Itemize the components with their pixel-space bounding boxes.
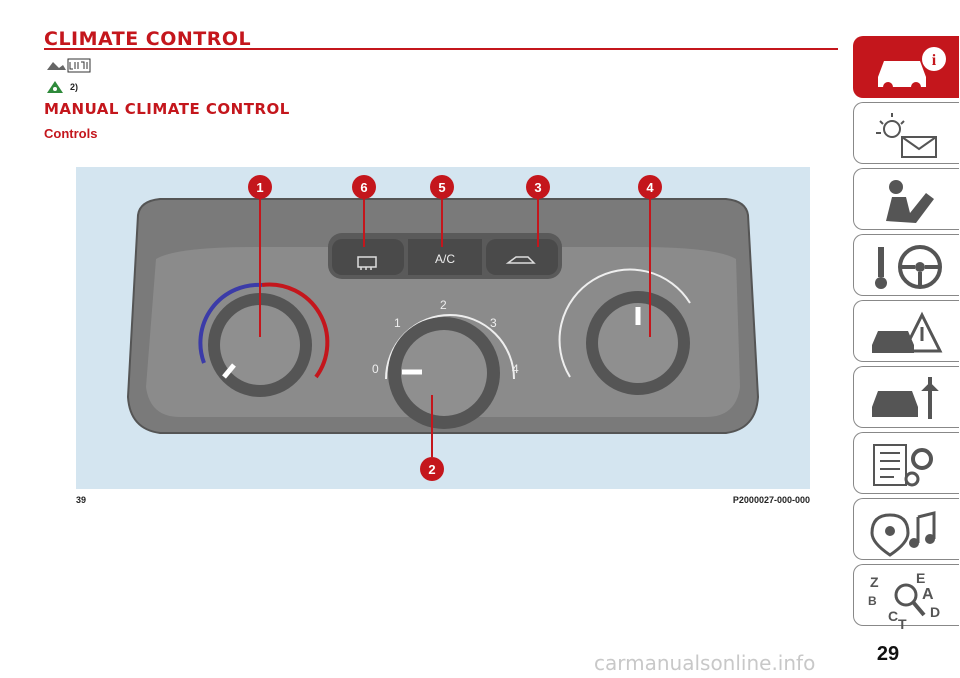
figure-number: 39	[76, 495, 87, 505]
index-letter-e: E	[916, 570, 925, 586]
safety-airbag-icon	[886, 180, 934, 223]
tab-lights-messages[interactable]	[853, 102, 959, 164]
callout-4: 4	[638, 175, 662, 337]
maintenance-icon	[872, 377, 939, 419]
index-letter-a: A	[922, 586, 934, 603]
recirculation-icon	[505, 256, 536, 264]
index-letter-b: B	[868, 594, 877, 608]
ac-button	[408, 239, 482, 275]
callout-6-label: 6	[360, 180, 367, 195]
emergency-icon	[872, 311, 943, 353]
tab-safety[interactable]	[853, 168, 959, 230]
figure-code: P2000027-000-000	[732, 495, 810, 505]
distribution-arc	[558, 268, 691, 378]
watermark: carmanualsonline.info	[594, 651, 816, 675]
page-title: CLIMATE CONTROL	[44, 28, 252, 50]
callout-6: 6	[352, 175, 376, 247]
callout-5: 5	[430, 175, 454, 247]
callout-3: 3	[526, 175, 550, 247]
subsection-title: Controls	[44, 126, 98, 141]
tab-index[interactable]: Z E B A C D T	[853, 564, 959, 629]
lights-messages-icon	[876, 113, 937, 158]
climate-panel-figure: A/C 0 1 2 3 4 1 6	[76, 167, 810, 489]
warning-triangle-icon	[47, 81, 63, 93]
callout-2-label: 2	[428, 462, 435, 477]
tab-maintenance[interactable]	[853, 366, 959, 428]
fan-level-3: 3	[490, 316, 497, 330]
temperature-knob-indicator	[222, 363, 236, 379]
language-icon	[47, 58, 91, 73]
callout-1-label: 1	[256, 180, 263, 195]
hot-arc	[261, 282, 330, 379]
index-icon: Z E B A C D T	[868, 570, 940, 629]
tab-multimedia[interactable]	[853, 498, 959, 560]
index-letter-c: C	[888, 608, 898, 624]
title-rule	[44, 48, 838, 50]
ac-button-label: A/C	[435, 252, 455, 266]
starting-driving-icon	[875, 245, 942, 289]
fan-knob	[401, 330, 487, 416]
rear-defrost-icon	[357, 256, 377, 270]
temperature-knob	[220, 305, 300, 385]
fan-level-0: 0	[372, 362, 379, 376]
tab-emergency[interactable]	[853, 300, 959, 362]
cold-arc	[198, 282, 263, 364]
climate-panel-illustration: A/C 0 1 2 3 4 1 6	[126, 175, 760, 481]
index-letter-z: Z	[870, 574, 879, 590]
warning-row: 2)	[46, 80, 78, 94]
callout-2: 2	[420, 395, 444, 481]
tab-starting-driving[interactable]	[853, 234, 959, 296]
warning-reference: 2)	[70, 82, 79, 92]
distribution-knob	[598, 303, 678, 383]
index-letter-t: T	[898, 616, 907, 629]
svg-text:i: i	[932, 52, 937, 69]
callout-3-label: 3	[534, 180, 541, 195]
multimedia-icon	[870, 511, 936, 557]
car-info-icon: i	[878, 47, 946, 92]
callout-1: 1	[248, 175, 272, 337]
callout-4-label: 4	[646, 180, 654, 195]
callout-5-label: 5	[438, 180, 445, 195]
tab-car-info[interactable]: i	[853, 36, 959, 98]
fan-level-1: 1	[394, 316, 401, 330]
page-number: 29	[876, 643, 900, 665]
technical-data-icon	[873, 444, 933, 487]
fan-level-4: 4	[512, 362, 519, 376]
fan-level-2: 2	[440, 298, 447, 312]
index-letter-d: D	[930, 604, 940, 620]
tab-technical-data[interactable]	[853, 432, 959, 494]
section-title: MANUAL CLIMATE CONTROL	[44, 100, 290, 118]
